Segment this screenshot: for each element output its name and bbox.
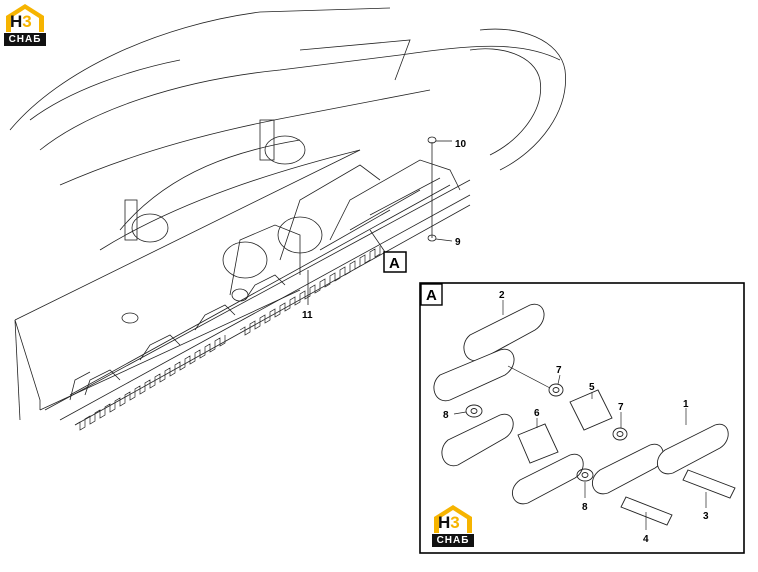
- callout-2: 2: [499, 290, 505, 301]
- part-link-right-lower: [591, 443, 664, 495]
- logo-mark: H3: [10, 12, 32, 31]
- track-chain-main: [44, 159, 471, 426]
- logo-roof-icon: [434, 505, 472, 533]
- part-link-upper: [433, 348, 515, 402]
- callout-7-upper: 7: [556, 365, 562, 376]
- callout-7-lower: 7: [618, 402, 624, 413]
- callout-10: 10: [455, 139, 467, 150]
- callout-1: 1: [683, 399, 689, 410]
- detail-a-parts: [433, 303, 736, 526]
- callout-9: 9: [455, 237, 461, 248]
- callout-11: 11: [302, 310, 313, 321]
- callout-3: 3: [703, 511, 709, 522]
- track-shoe-grousers: [74, 246, 381, 431]
- part-5-bushing: [569, 389, 613, 431]
- detail-pointer-box: [383, 251, 407, 273]
- part-3-pin: [682, 469, 736, 499]
- part-7-seal-lower: [612, 427, 628, 441]
- bolt-assembly: [307, 136, 453, 305]
- part-8-seal-bottom: [576, 468, 594, 482]
- part-link-lower: [441, 413, 514, 467]
- detail-a-corner-box: [420, 283, 443, 306]
- callout-5: 5: [589, 382, 595, 393]
- callout-8-left: 8: [443, 410, 449, 421]
- part-link-center: [511, 453, 584, 505]
- logo-bar-text: CHAБ: [432, 534, 474, 547]
- detail-a-label: A: [426, 287, 437, 304]
- callout-8-bottom: 8: [582, 502, 588, 513]
- part-7-seal-upper: [548, 383, 564, 397]
- part-1-link: [656, 423, 729, 475]
- logo-roof-icon: [6, 4, 44, 32]
- undercarriage-frame: [9, 7, 566, 421]
- part-2-link: [463, 303, 545, 362]
- detail-a-leaders: [453, 300, 707, 530]
- callout-6: 6: [534, 408, 540, 419]
- brand-logo-detail: H3 CHAБ: [430, 503, 476, 549]
- detail-pointer-label: A: [389, 255, 400, 272]
- detail-a-rings: [465, 383, 628, 482]
- part-6-bushing: [517, 423, 559, 464]
- part-4-pin: [620, 496, 673, 526]
- logo-bar-text: CHAБ: [4, 33, 46, 46]
- part-8-seal-left: [465, 404, 483, 418]
- logo-mark: H3: [438, 513, 460, 532]
- callout-4: 4: [643, 534, 649, 545]
- brand-logo-top: H3 CHAБ: [2, 2, 48, 48]
